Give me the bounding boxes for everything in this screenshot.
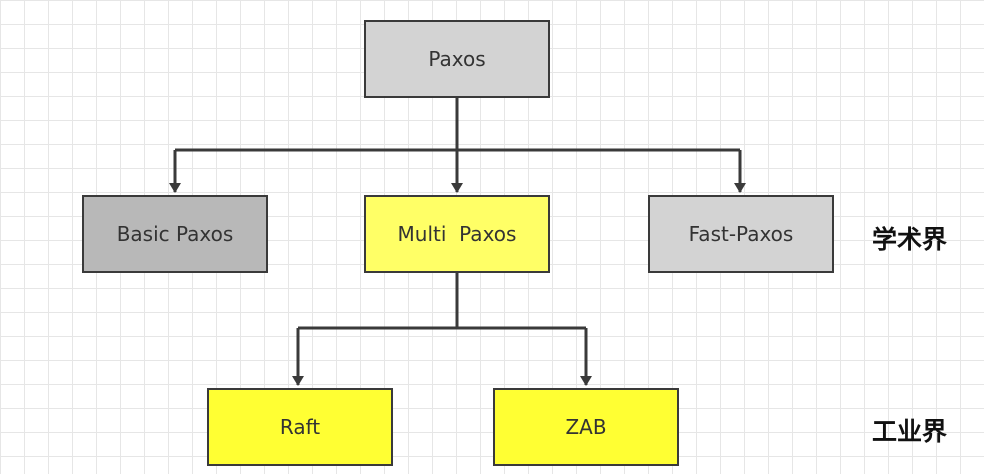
node-label: Fast-Paxos <box>688 222 794 246</box>
tier-label-academic: 学术界 <box>872 225 948 254</box>
node-label: Raft <box>279 415 321 439</box>
node-paxos[interactable]: Paxos <box>364 20 550 98</box>
node-basic-paxos[interactable]: Basic Paxos <box>82 195 268 273</box>
node-label: Paxos <box>428 47 486 71</box>
node-label: Basic Paxos <box>116 222 234 246</box>
node-fast-paxos[interactable]: Fast-Paxos <box>648 195 834 273</box>
node-zab[interactable]: ZAB <box>493 388 679 466</box>
node-label: Multi Paxos <box>397 222 517 246</box>
node-label: ZAB <box>565 415 607 439</box>
node-multi-paxos[interactable]: Multi Paxos <box>364 195 550 273</box>
tier-label-industry: 工业界 <box>872 417 948 446</box>
node-raft[interactable]: Raft <box>207 388 393 466</box>
